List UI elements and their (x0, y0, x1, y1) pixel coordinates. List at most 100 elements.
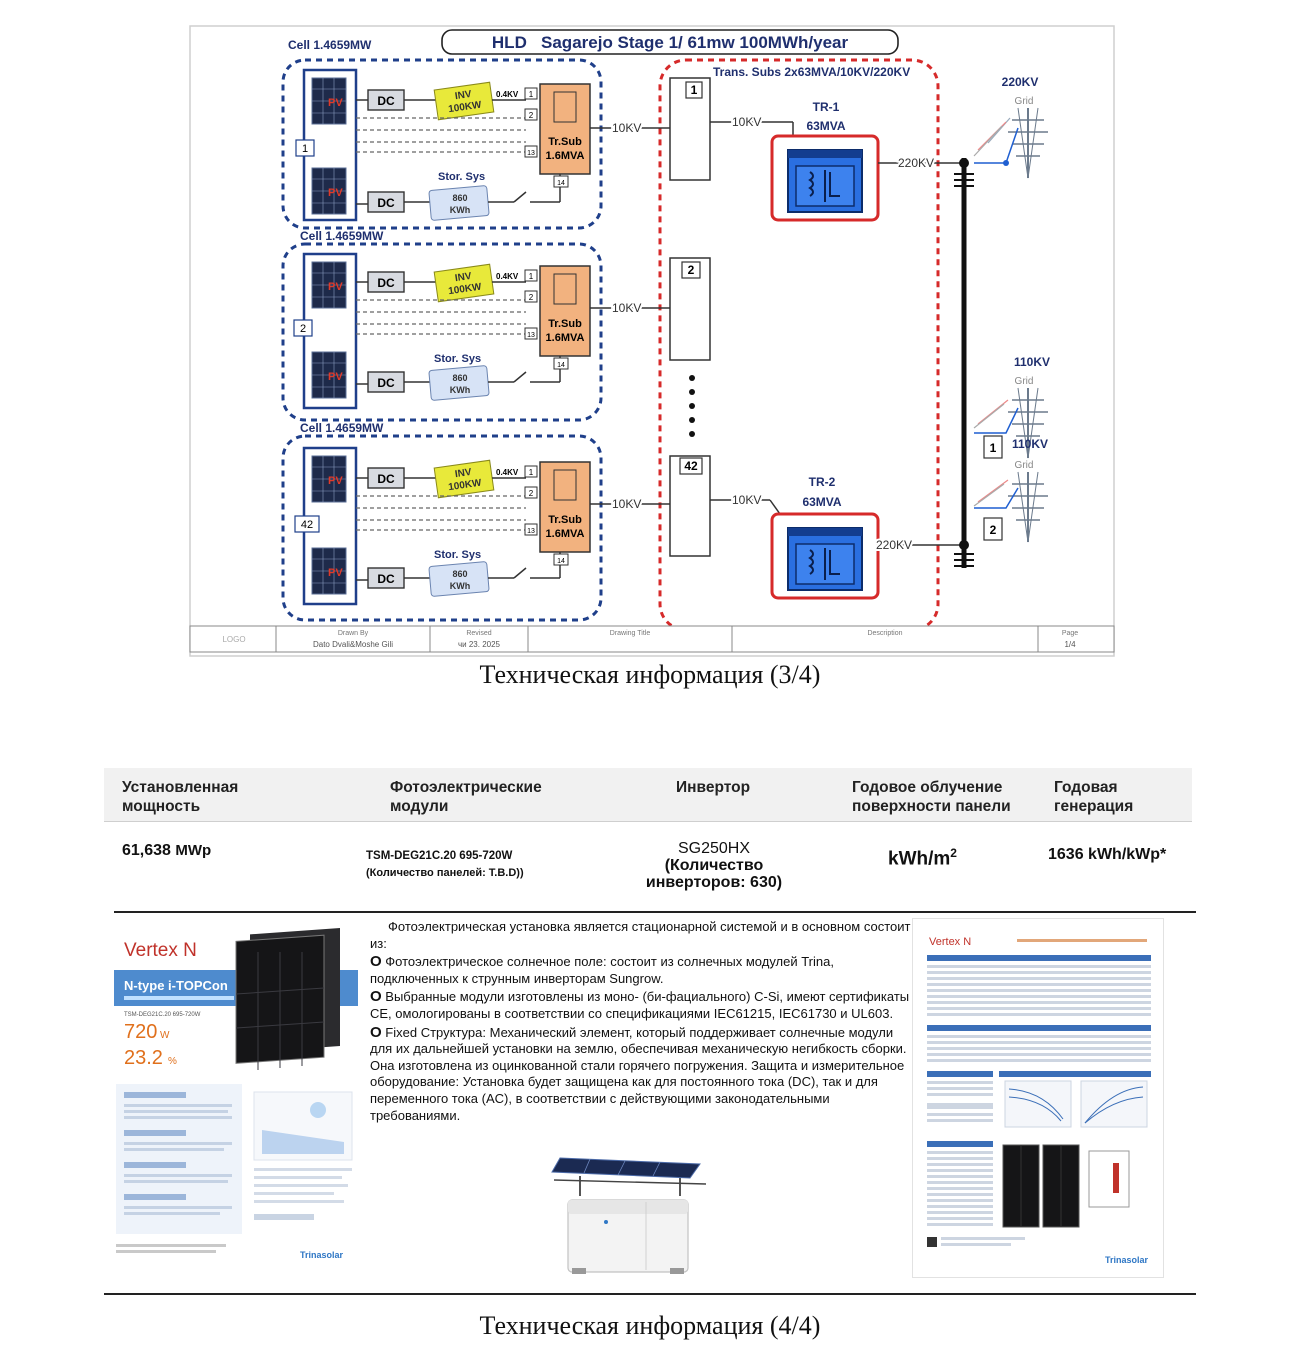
pv-label: PV (328, 97, 343, 109)
module-note: (Количество панелей: T.B.D)) (366, 867, 524, 879)
page-number: 1/4 (1064, 640, 1076, 649)
inv-rating: 100KW (448, 100, 483, 116)
inv-voltage: 0.4KV (496, 468, 519, 477)
dc-box: DC (377, 572, 395, 586)
logo-placeholder: LOGO (222, 635, 245, 644)
col-irradiation: Годовое облучение поверхности панели (852, 779, 1011, 815)
datasheet-left: Vertex N N-type i-TOPCon TSM-DEG21C.20 6… (112, 924, 362, 1274)
storage-capacity: 860 (452, 193, 467, 203)
title-block: LOGO Drawn By Dato Dvali&Moshe Gili Revi… (189, 625, 1115, 653)
stor-sys-label: Stor. Sys (434, 353, 481, 365)
pv-label: PV (328, 281, 343, 293)
irradiation-cell: kWh/m2 (888, 846, 957, 870)
capacity-cell: 61,638 MWp (122, 842, 211, 860)
module-model: TSM-DEG21C.20 695-720W (366, 850, 513, 862)
stor-sys-label: Stor. Sys (434, 549, 481, 561)
caption-top: Техническая информация (3/4) (479, 660, 821, 689)
grid-label: Grid (1015, 96, 1034, 107)
pv-label: PV (328, 187, 343, 199)
grid-voltage: 110KV (1014, 355, 1050, 369)
bay-number: 42 (684, 459, 698, 473)
bullet-text: Выбранные модули изготовлены из моно- (б… (370, 989, 910, 1021)
dc-box: DC (377, 196, 395, 210)
description-intro: Фотоэлектрическая установка является ста… (370, 919, 911, 951)
inv-label: INV (454, 89, 472, 102)
table-row: 61,638 MWp TSM-DEG21C.20 695-720W (Колич… (104, 822, 1192, 908)
cell-id: 1 (302, 143, 308, 155)
cell-id: 2 (300, 323, 306, 335)
inv-voltage: 0.4KV (496, 90, 519, 99)
irradiation-sup: 2 (950, 846, 957, 860)
datasheet-left-graphic: Vertex N N-type i-TOPCon TSM-DEG21C.20 6… (114, 928, 358, 1260)
description-block: Фотоэлектрическая установка является ста… (370, 919, 915, 1124)
efficiency-unit: % (168, 1056, 177, 1067)
transformer-name: TR-1 (813, 100, 840, 114)
hv-voltage: 220KV (876, 538, 912, 552)
terminal-14: 14 (557, 180, 565, 187)
grid-switch: 1 (990, 441, 997, 455)
datasheet-right-graphic: Vertex N (927, 936, 1151, 1265)
grid-label: Grid (1015, 376, 1034, 387)
power-unit: W (160, 1030, 170, 1041)
pv-label: PV (328, 567, 343, 579)
terminal-13: 13 (527, 528, 535, 535)
terminal-2: 2 (529, 293, 534, 302)
col-modules: Фотоэлектрические модули (390, 779, 542, 815)
bullet-text: Fixed Структура: Механический элемент, к… (370, 1024, 907, 1123)
hld-diagram: HLD Sagarejo Stage 1/ 61mw 100MWh/year T… (168, 8, 1116, 658)
description-bullet: O Фотоэлектрическое солнечное поле: сост… (370, 953, 915, 987)
grid-110kv-2: 110KV Grid 2 (973, 437, 1049, 543)
inverter-cell: SG250HX (Количество инверторов: 630) (624, 840, 804, 891)
cell-id: 42 (301, 519, 313, 531)
cell-42: Cell 1.4659MW PV PV 42 DC INV 100KW 0.4K… (281, 421, 670, 622)
substation-label: Trans. Subs 2x63MVA/10KV/220KV (713, 65, 910, 79)
storage-capacity: 860 (452, 373, 467, 383)
dc-box: DC (377, 376, 395, 390)
grid-110kv-1: 110KV Grid 1 (973, 355, 1050, 459)
feeder-voltage: 10KV (612, 121, 641, 135)
feeder-voltage: 10KV (732, 115, 761, 129)
description-bullet: O Fixed Структура: Механический элемент,… (370, 1024, 915, 1125)
trsub-label: Tr.Sub (548, 318, 582, 330)
feeder-voltage: 10KV (612, 497, 641, 511)
brand-name: Vertex N (124, 940, 197, 961)
feeder-voltage: 10KV (612, 301, 641, 315)
dc-box: DC (377, 276, 395, 290)
description-bullet: O Выбранные модули изготовлены из моно- … (370, 989, 915, 1022)
generation-cell: 1636 kWh/kWp* (1048, 846, 1167, 863)
cell-label: Cell 1.4659MW (300, 229, 384, 243)
dc-box: DC (377, 94, 395, 108)
terminal-2: 2 (529, 111, 534, 120)
grid-label: Grid (1015, 460, 1034, 471)
inv-label: INV (454, 467, 472, 480)
carport-inverter-icon (551, 1157, 707, 1274)
trsub-rating: 1.6MVA (546, 150, 585, 162)
inv-label: INV (454, 271, 472, 284)
storage-unit: KWh (450, 581, 471, 591)
storage-unit: KWh (450, 385, 471, 395)
divider-top (114, 911, 1196, 913)
bullet-icon: O (370, 953, 382, 971)
bullet-icon: O (370, 988, 382, 1006)
bullet-text: Фотоэлектрическое солнечное поле: состои… (370, 954, 834, 986)
pv-label: PV (328, 475, 343, 487)
description-label: Description (867, 630, 902, 637)
cell-2: Cell 1.4659MW PV PV 2 DC INV 100KW 0.4KV… (281, 229, 670, 422)
revised-label: Revised (466, 630, 491, 637)
maker-logo: Trinasolar (1105, 1255, 1149, 1265)
storage-capacity: 860 (452, 569, 467, 579)
terminal-14: 14 (557, 362, 565, 369)
grid-voltage: 220KV (1002, 75, 1039, 89)
terminal-13: 13 (527, 332, 535, 339)
grid-switch: 2 (990, 523, 997, 537)
pv-label: PV (328, 371, 343, 383)
datasheet-right: Vertex N (912, 918, 1164, 1278)
diagram-title: HLD Sagarejo Stage 1/ 61mw 100MWh/year (492, 33, 849, 52)
brand-name: Vertex N (929, 936, 971, 948)
spec-table: Установленная мощность Фотоэлектрические… (104, 768, 1192, 908)
efficiency-value: 23.2 (124, 1047, 163, 1069)
trsub-rating: 1.6MVA (546, 528, 585, 540)
trsub-label: Tr.Sub (548, 136, 582, 148)
module-cell: TSM-DEG21C.20 695-720W (Количество панел… (366, 848, 566, 882)
inv-voltage: 0.4KV (496, 272, 519, 281)
